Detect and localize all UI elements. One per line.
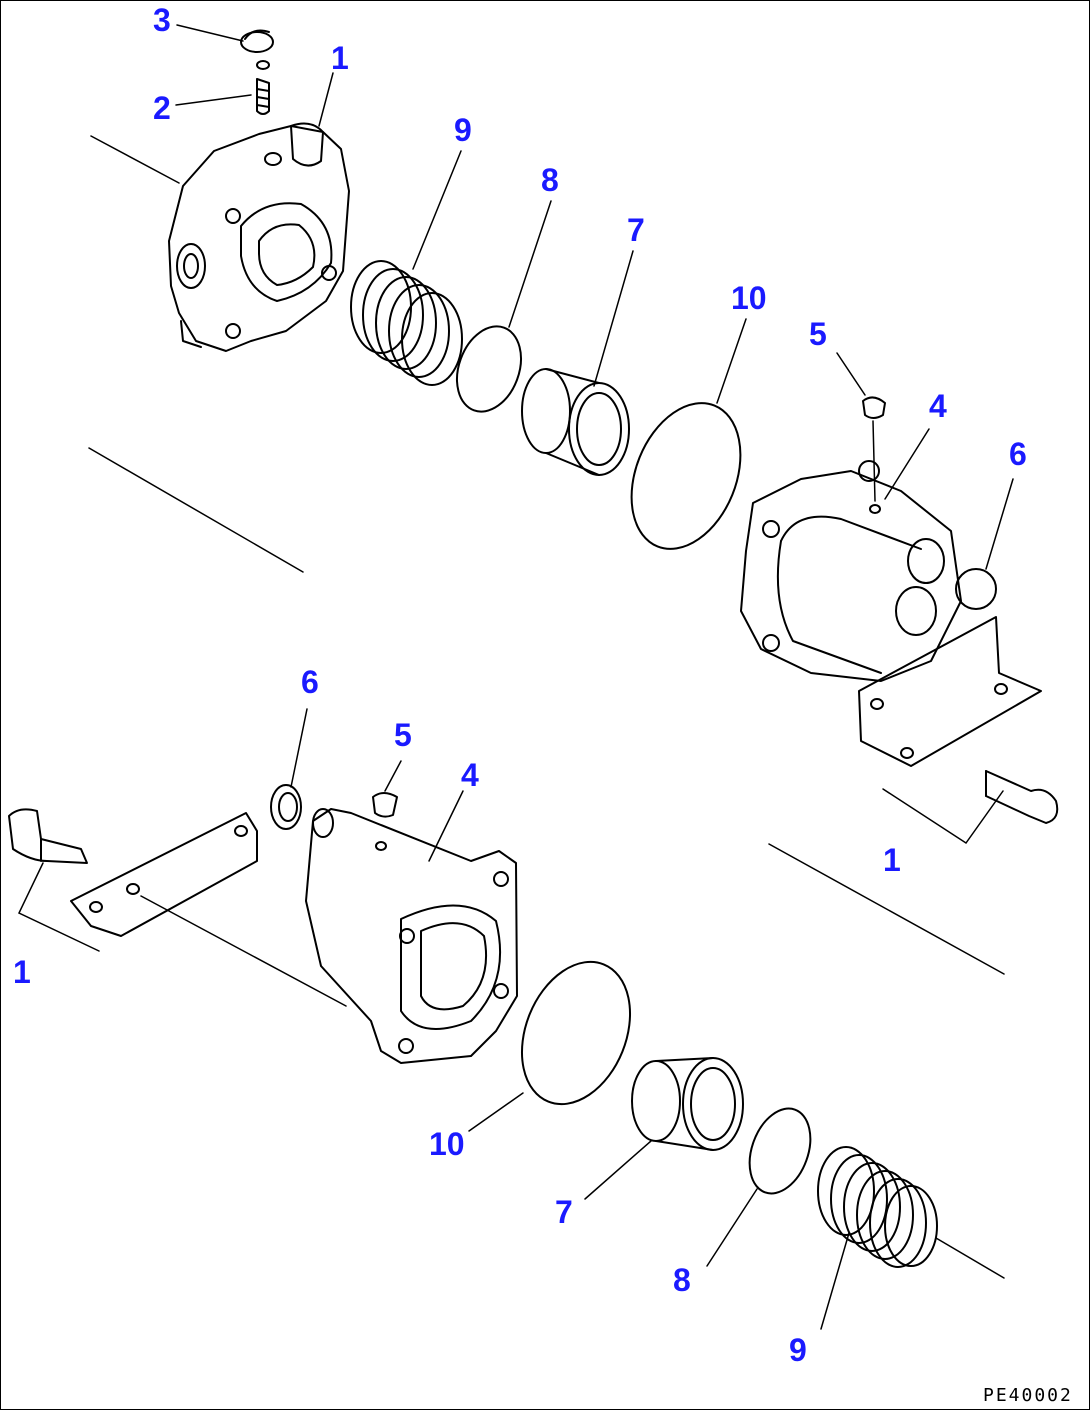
lower-cover-housing xyxy=(305,808,518,1064)
callout-5-lower: 5 xyxy=(394,717,412,753)
lower-o-ring-small xyxy=(748,1107,812,1195)
callout-9-upper: 9 xyxy=(454,112,472,148)
upper-sleeve xyxy=(521,368,630,476)
callout-5-upper: 5 xyxy=(809,316,827,352)
leader-lines xyxy=(175,24,1014,1330)
callout-4-lower: 4 xyxy=(461,757,479,793)
callout-7-lower: 7 xyxy=(555,1194,573,1230)
callout-10-upper: 10 xyxy=(731,280,767,316)
upper-plug-parts xyxy=(240,29,274,115)
callout-8-upper: 8 xyxy=(541,162,559,198)
callout-4-upper: 4 xyxy=(929,388,947,424)
callout-1-upper: 1 xyxy=(331,40,349,76)
lower-bracket-bolt xyxy=(8,808,347,1007)
callout-10-lower: 10 xyxy=(429,1126,465,1162)
lower-sleeve xyxy=(631,1057,744,1151)
upper-cover-housing xyxy=(740,396,962,682)
drawing-code: PE40002 xyxy=(983,1385,1073,1406)
upper-o-ring-large xyxy=(630,402,742,550)
callout-6-lower: 6 xyxy=(301,664,319,700)
callout-9-lower: 9 xyxy=(789,1332,807,1368)
callout-3-upper: 3 xyxy=(153,2,171,38)
upper-spring xyxy=(350,260,463,386)
callout-labels: 3 2 1 9 8 7 10 5 4 6 1 6 5 4 1 10 7 8 9 xyxy=(13,2,1027,1368)
upper-bracket-bolt xyxy=(858,616,1059,845)
lower-o-ring-large xyxy=(520,960,632,1106)
callout-2-upper: 2 xyxy=(153,90,171,126)
callout-7-upper: 7 xyxy=(627,212,645,248)
callout-1-lower-bracket: 1 xyxy=(13,954,31,990)
callout-1-upper-bracket: 1 xyxy=(883,842,901,878)
lower-cap xyxy=(270,784,302,830)
callout-8-lower: 8 xyxy=(673,1262,691,1298)
upper-cap xyxy=(955,568,997,610)
lower-fitting xyxy=(372,792,398,818)
upper-o-ring-small xyxy=(456,325,522,413)
upper-valve-housing xyxy=(168,122,350,352)
centerlines xyxy=(88,135,1005,1279)
lower-spring xyxy=(817,1146,938,1268)
callout-6-upper: 6 xyxy=(1009,436,1027,472)
